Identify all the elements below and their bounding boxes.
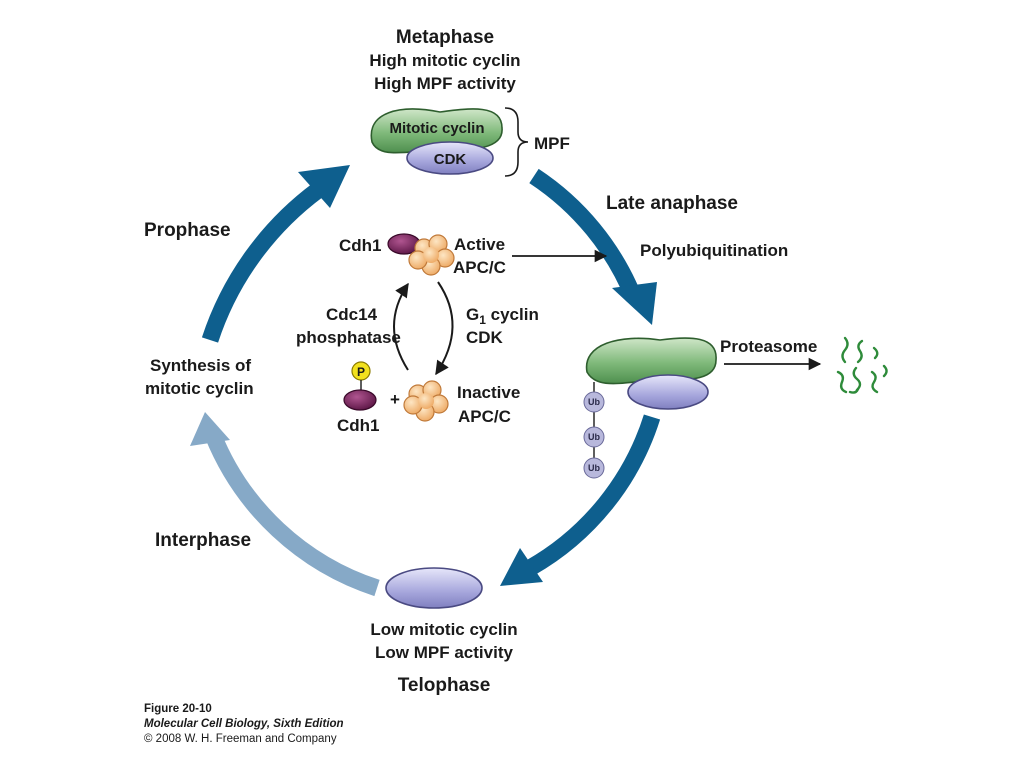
figure-copyright: © 2008 W. H. Freeman and Company: [144, 733, 337, 745]
cycle-arrow-late-anaphase: [529, 168, 657, 325]
cycle-arrow-interphase: [190, 412, 380, 597]
cdh1-bottom-shape: [343, 389, 377, 411]
inactive-apcc-shape: [403, 380, 449, 422]
ub-1-label: Ub: [588, 397, 600, 407]
telophase-line1: Low mitotic cyclin: [370, 620, 517, 639]
proteasome-label: Proteasome: [720, 337, 817, 356]
synthesis-line2: mitotic cyclin: [145, 379, 254, 398]
g1-rest: cyclin: [486, 305, 539, 324]
mpf-label: MPF: [534, 134, 570, 153]
telophase-cdk-shape: [385, 567, 483, 609]
ubiquitinated-mpf: Ub Ub Ub: [583, 337, 717, 479]
cdh1-bottom-label: Cdh1: [337, 416, 380, 435]
telophase-label: Telophase: [398, 675, 491, 696]
plus-sign: +: [390, 390, 400, 409]
active-line2: APC/C: [453, 258, 506, 277]
ub-2-label: Ub: [588, 432, 600, 442]
active-line1: Active: [454, 235, 505, 254]
peptide-fragments-icon: [836, 336, 888, 394]
figure-book: Molecular Cell Biology, Sixth Edition: [144, 718, 344, 730]
g1-subscript: 1: [479, 313, 486, 327]
ub-1-shape: [583, 391, 605, 413]
interphase-label: Interphase: [155, 530, 251, 551]
inactive-line2: APC/C: [458, 407, 511, 426]
mpf-complex: Mitotic cyclin CDK: [370, 108, 503, 175]
ub-2-shape: [583, 426, 605, 448]
late-anaphase-label: Late anaphase: [606, 193, 738, 214]
mitotic-cyclin-label: Mitotic cyclin: [389, 120, 484, 137]
cdk-label: CDK: [434, 151, 467, 168]
inactive-line1: Inactive: [457, 383, 520, 402]
active-apcc-shape: [408, 234, 455, 276]
phosphate-label: P: [357, 365, 365, 379]
cycle-arrow-telophase: [500, 414, 661, 586]
cdc14-line1: Cdc14: [326, 305, 378, 324]
polyubiquitination-label: Polyubiquitination: [640, 241, 788, 260]
metaphase-line1: High mitotic cyclin: [369, 51, 520, 70]
cdc14-line2: phosphatase: [296, 328, 401, 347]
cycle-arrow-prophase: [201, 165, 350, 343]
g1-line2: CDK: [466, 328, 504, 347]
metaphase-line2: High MPF activity: [374, 74, 516, 93]
cdh1-top-label: Cdh1: [339, 236, 382, 255]
telophase-line2: Low MPF activity: [375, 643, 513, 662]
metaphase-title: Metaphase: [396, 27, 494, 48]
prophase-label: Prophase: [144, 220, 231, 241]
g1-main: G: [466, 305, 479, 324]
ub-3-label: Ub: [588, 463, 600, 473]
mpf-bracket: [504, 107, 529, 177]
cdc14-dephosphorylation-arrow: [393, 282, 409, 371]
g1-cyclin-phosphorylation-arrow: [435, 281, 454, 376]
cdk-shape: [406, 141, 494, 175]
figure-number: Figure 20-10: [144, 703, 212, 715]
g1-cyclin-label: G1 cyclin: [466, 305, 539, 327]
ubiquitinated-cdk-shape: [627, 374, 709, 410]
synthesis-line1: Synthesis of: [150, 356, 251, 375]
ub-3-shape: [583, 457, 605, 479]
